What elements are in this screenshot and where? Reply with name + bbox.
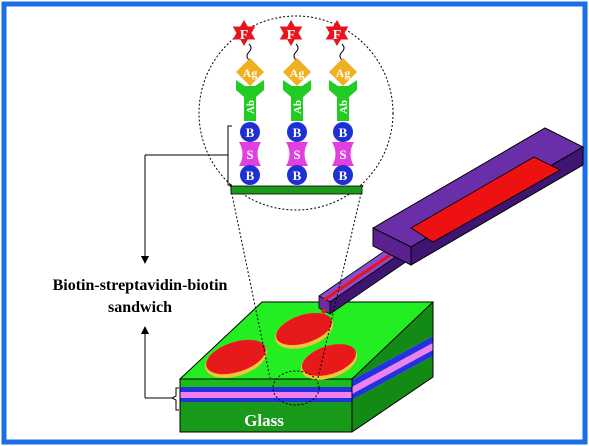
biotin-top [333, 122, 353, 142]
caption-bracket [141, 125, 232, 411]
fluorophore-star [279, 20, 303, 46]
spot-2 [275, 312, 333, 349]
streptavidin-shape [286, 142, 308, 166]
antigen-label: Ag [336, 66, 351, 80]
tether [339, 43, 345, 61]
spot-3 [300, 344, 358, 380]
streptavidin-label: S [293, 147, 300, 162]
streptavidin-label: S [339, 147, 346, 162]
biotin-top [240, 122, 260, 142]
probe-tip [321, 308, 327, 314]
streptavidin-label: S [246, 147, 253, 162]
fluorophore-label: F [287, 28, 296, 43]
fluorophore-label: F [333, 28, 342, 43]
antigen-label: Ag [290, 66, 305, 80]
probe-handle-top [371, 127, 585, 248]
chip-front-blue [180, 387, 352, 392]
caption-line-1: Biotin-streptavidin-biotin [53, 277, 228, 294]
zoom-circle [198, 15, 394, 211]
biotin-bottom [333, 165, 353, 185]
chip-front-pink [180, 392, 352, 398]
spotting-probe [318, 127, 585, 315]
antigen-diamond [236, 58, 264, 86]
chip-front-blue2 [180, 398, 352, 402]
streptavidin-shape [239, 142, 261, 166]
bracket-top [224, 125, 232, 186]
biotin-top-label: B [339, 125, 348, 140]
biotin-top-label: B [246, 125, 255, 140]
zoom-line-right [317, 184, 364, 379]
antigen-diamond [329, 58, 357, 86]
antibody-shape [329, 80, 357, 121]
zoom-indicator [198, 15, 394, 406]
zoom-target [272, 370, 320, 406]
substrate-label: Glass [244, 411, 284, 430]
antibody-shape [283, 80, 311, 121]
probe-handle-front [372, 227, 412, 266]
biotin-bottom-label: B [246, 168, 255, 183]
chip-side-right-glass [352, 356, 433, 432]
streptavidin-shape [332, 142, 354, 166]
biotin-bottom-label: B [339, 168, 348, 183]
tether [293, 43, 299, 61]
tether [246, 43, 252, 61]
chip-side-right-pink [352, 343, 433, 394]
chip-side-right-blue [352, 336, 433, 387]
caption-line-2: sandwich [108, 299, 172, 316]
biotin-bottom [287, 165, 307, 185]
biotin-top-label: B [293, 125, 302, 140]
antibody-label: Ab [245, 100, 257, 114]
antibody-label: Ab [338, 100, 350, 114]
biotin-bottom [240, 165, 260, 185]
biotin-top [287, 122, 307, 142]
probe-reservoir [410, 156, 561, 243]
antibody-label: Ab [292, 100, 304, 114]
bracket-bottom [170, 387, 179, 411]
antigen-diamond [283, 58, 311, 86]
base-strip [230, 185, 363, 195]
antigen-label: Ag [243, 66, 258, 80]
sensor-chip: Glass [178, 301, 435, 433]
spot-1 [205, 339, 267, 378]
chip-side-right-blue2 [352, 350, 433, 400]
chip-front-green [180, 379, 352, 387]
fluorophore-label: F [240, 28, 249, 43]
chip-front-glass [180, 402, 352, 432]
fluorophore-star [232, 20, 256, 46]
zoom-line-left [229, 184, 271, 379]
fluorophore-star [325, 20, 349, 46]
antibody-shape [236, 80, 264, 121]
biotin-bottom-label: B [293, 168, 302, 183]
